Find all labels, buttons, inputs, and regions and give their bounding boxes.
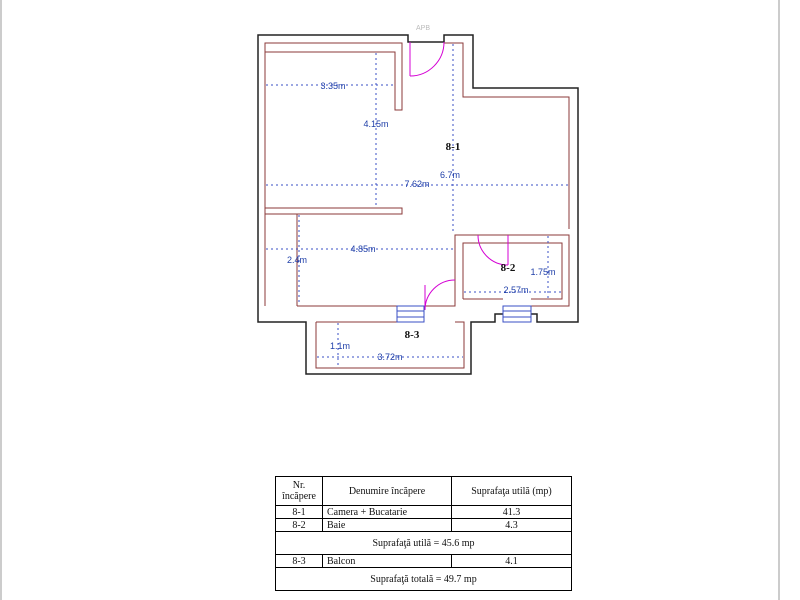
header-denumire: Denumire încăpere (322, 476, 452, 506)
table-row: 8-2 Baie 4.3 (275, 518, 572, 532)
table-row: 8-3 Balcon 4.1 (275, 554, 572, 568)
table-row: 8-1 Camera + Bucatarie 41.3 (275, 505, 572, 519)
grand-total: Suprafaţă totală = 49.7 mp (275, 567, 572, 591)
entry-label: APB (416, 25, 430, 32)
row-area: 4.3 (451, 518, 572, 532)
dimension-label: 1.1m (330, 341, 350, 351)
header-suprafata: Suprafaţa utilă (mp) (451, 476, 572, 506)
row-nr: 8-1 (275, 505, 323, 519)
dimension-label: 3.35m (320, 81, 345, 91)
row-nr: 8-2 (275, 518, 323, 532)
dimension-label: 4.85m (350, 244, 375, 254)
room-label-8-3: 8-3 (405, 329, 420, 341)
table-header-row: Nr. încăpere Denumire încăpere Suprafaţa… (275, 476, 572, 506)
dimension-label: 1.75m (530, 267, 555, 277)
bathroom-door-swing (477, 234, 509, 266)
dimension-lines (266, 44, 568, 367)
usable-total: Suprafaţă utilă = 45.6 mp (275, 531, 572, 555)
row-area: 4.1 (451, 554, 572, 568)
area-table: Nr. încăpere Denumire încăpere Suprafaţa… (275, 476, 572, 591)
entry-door-swing (409, 41, 445, 77)
dimension-label: 3.72m (377, 352, 402, 362)
room-label-8-2: 8-2 (501, 262, 516, 274)
dimension-label: 7.62m (404, 179, 429, 189)
row-name: Camera + Bucatarie (322, 505, 452, 519)
row-area: 41.3 (451, 505, 572, 519)
row-nr: 8-3 (275, 554, 323, 568)
exterior-wall (257, 34, 579, 375)
window-living (396, 305, 425, 323)
dimension-label: 4.15m (363, 119, 388, 129)
dimension-label: 6.7m (440, 170, 460, 180)
dimension-label: 2.57m (503, 285, 528, 295)
interior-walls (264, 42, 570, 369)
row-name: Baie (322, 518, 452, 532)
room-label-8-1: 8-1 (446, 141, 461, 153)
dimension-label: 2.4m (287, 255, 307, 265)
usable-total-row: Suprafaţă utilă = 45.6 mp (275, 531, 572, 555)
window-bathroom (502, 305, 532, 323)
grand-total-row: Suprafaţă totală = 49.7 mp (275, 567, 572, 591)
row-name: Balcon (322, 554, 452, 568)
header-nr: Nr. încăpere (275, 476, 323, 506)
